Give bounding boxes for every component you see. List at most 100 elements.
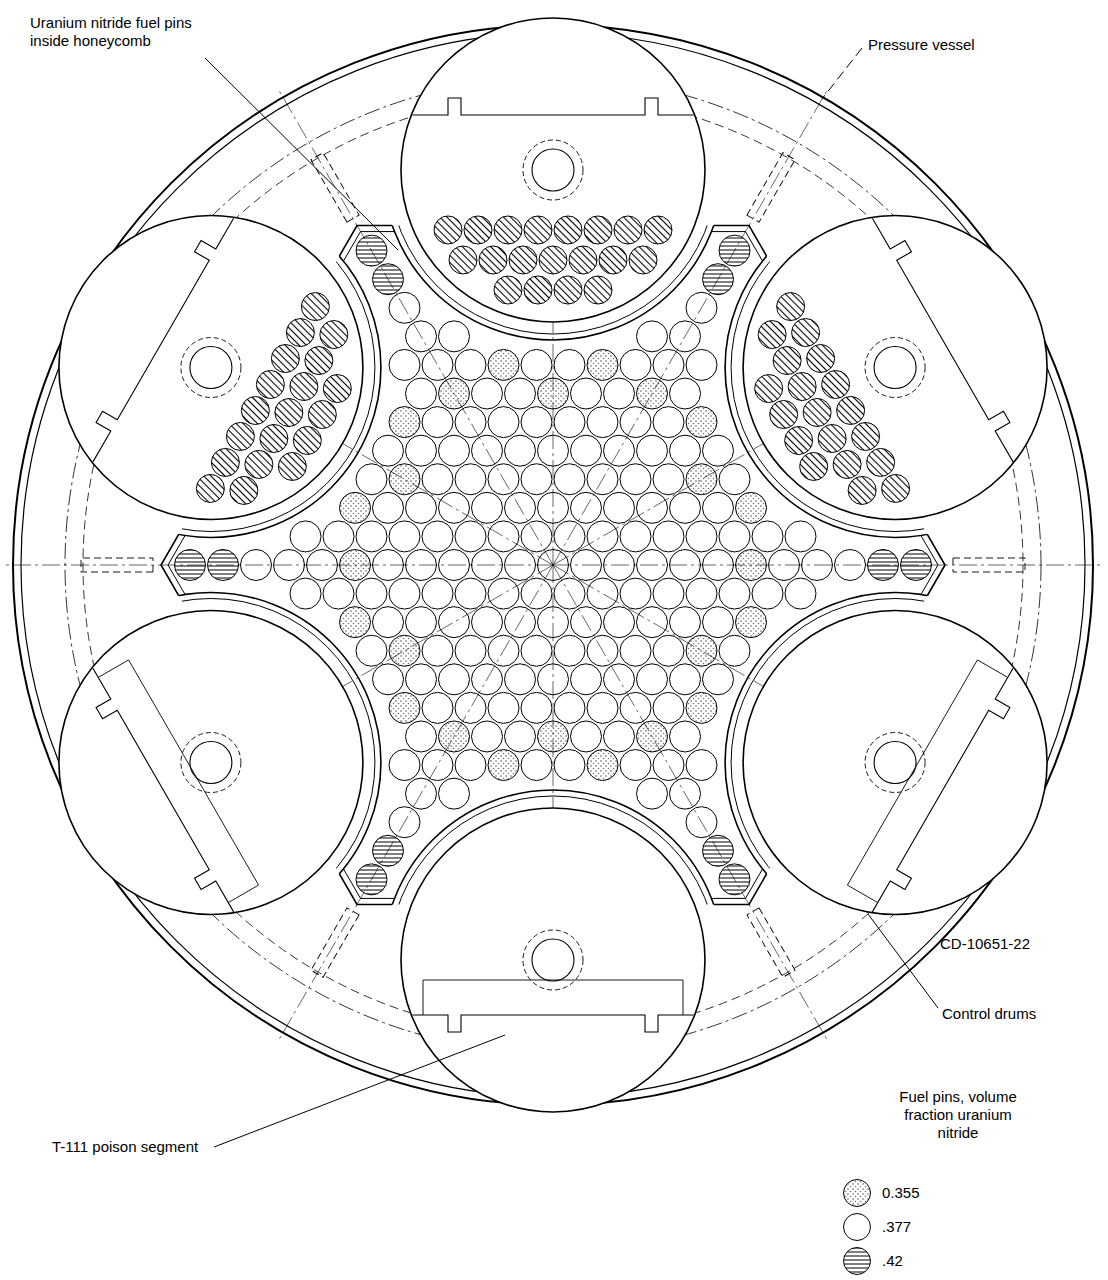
fuel-pin bbox=[719, 464, 750, 495]
leader-line bbox=[214, 1035, 505, 1147]
control-drum bbox=[743, 216, 1047, 520]
fuel-pin bbox=[488, 407, 519, 438]
drum-fuel-pin bbox=[773, 347, 801, 375]
fuel-pin bbox=[571, 721, 602, 752]
callout-label: Pressure vessel bbox=[868, 36, 975, 54]
drum-fuel-pin bbox=[308, 401, 336, 429]
fuel-pin bbox=[340, 607, 371, 638]
fuel-pin bbox=[455, 635, 486, 666]
fuel-pin bbox=[389, 521, 420, 552]
drum-fuel-pin bbox=[882, 474, 910, 502]
fuel-pin bbox=[488, 349, 519, 380]
fuel-pin bbox=[554, 692, 585, 723]
fuel-pin bbox=[554, 635, 585, 666]
control-drum bbox=[401, 808, 705, 1112]
drum-fuel-pin bbox=[848, 476, 876, 504]
fuel-pin bbox=[406, 378, 437, 409]
drum-fuel-pin bbox=[275, 399, 303, 427]
fuel-pin bbox=[389, 692, 420, 723]
drum-fuel-pin bbox=[822, 371, 850, 399]
fuel-pin bbox=[406, 721, 437, 752]
fuel-pin bbox=[686, 407, 717, 438]
fuel-pin bbox=[422, 578, 453, 609]
legend-text: 0.355 bbox=[882, 1178, 920, 1208]
fuel-pin bbox=[653, 349, 684, 380]
fuel-pin bbox=[554, 349, 585, 380]
fuel-pin bbox=[604, 492, 635, 523]
fuel-pin bbox=[686, 349, 717, 380]
control-drum bbox=[401, 18, 705, 322]
drum-fuel-pin bbox=[803, 399, 831, 427]
drum-fuel-pin bbox=[449, 246, 477, 274]
fuel-pin bbox=[356, 521, 387, 552]
fuel-pin bbox=[653, 407, 684, 438]
drum-fuel-pin bbox=[867, 448, 895, 476]
fuel-pin bbox=[422, 407, 453, 438]
drum-fuel-pin bbox=[494, 276, 522, 304]
drum-fuel-pin bbox=[509, 246, 537, 274]
drum-fuel-pin bbox=[599, 246, 627, 274]
fuel-pin bbox=[521, 635, 552, 666]
legend-text: .377 bbox=[882, 1212, 911, 1242]
fuel-pin bbox=[637, 664, 668, 695]
fuel-pin bbox=[521, 407, 552, 438]
fuel-pin bbox=[637, 492, 668, 523]
fuel-pin bbox=[587, 750, 618, 781]
fuel-pin bbox=[323, 578, 354, 609]
fuel-pin bbox=[620, 750, 651, 781]
fuel-pin bbox=[620, 349, 651, 380]
fuel-pin bbox=[620, 578, 651, 609]
fuel-pin bbox=[604, 721, 635, 752]
drum-fuel-pin bbox=[755, 375, 783, 403]
fuel-pin bbox=[703, 607, 734, 638]
drum-fuel-pin bbox=[320, 321, 348, 349]
fuel-pin bbox=[620, 692, 651, 723]
drum-fuel-pin bbox=[800, 452, 828, 480]
drum-fuel-pin bbox=[256, 371, 284, 399]
drum-fuel-pin bbox=[792, 319, 820, 347]
fuel-pin bbox=[488, 692, 519, 723]
drum-fuel-pin bbox=[323, 375, 351, 403]
fuel-pin bbox=[373, 664, 404, 695]
fuel-pin bbox=[455, 692, 486, 723]
fuel-pin bbox=[422, 521, 453, 552]
legend-swatch bbox=[842, 1212, 872, 1242]
fuel-pin bbox=[587, 407, 618, 438]
fuel-pin bbox=[554, 750, 585, 781]
fuel-pin bbox=[373, 492, 404, 523]
fuel-pin bbox=[505, 435, 536, 466]
fuel-pin bbox=[439, 778, 470, 809]
fuel-pin bbox=[389, 750, 420, 781]
fuel-pin bbox=[719, 521, 750, 552]
fuel-pin bbox=[587, 521, 618, 552]
fuel-pin bbox=[752, 578, 783, 609]
drum-fuel-pin bbox=[584, 216, 612, 244]
legend-swatch bbox=[842, 1178, 872, 1208]
fuel-pin bbox=[670, 492, 701, 523]
fuel-pin bbox=[703, 664, 734, 695]
fuel-pin bbox=[422, 750, 453, 781]
fuel-pin bbox=[587, 349, 618, 380]
drum-fuel-pin bbox=[837, 396, 865, 424]
legend-swatch bbox=[842, 1246, 872, 1276]
leader-lines bbox=[205, 48, 938, 1147]
fuel-pin bbox=[422, 692, 453, 723]
fuel-pin bbox=[505, 378, 536, 409]
fuel-pin bbox=[670, 435, 701, 466]
fuel-pin bbox=[571, 664, 602, 695]
fuel-pin bbox=[439, 435, 470, 466]
drum-fuel-pin bbox=[524, 276, 552, 304]
fuel-pin bbox=[686, 521, 717, 552]
fuel-pin bbox=[719, 578, 750, 609]
fuel-pin bbox=[604, 378, 635, 409]
drum-fuel-pin bbox=[286, 319, 314, 347]
fuel-pin bbox=[604, 607, 635, 638]
center-lines bbox=[5, 17, 1101, 1113]
fuel-pin bbox=[488, 521, 519, 552]
fuel-pin bbox=[406, 492, 437, 523]
fuel-pin bbox=[620, 635, 651, 666]
fuel-pin bbox=[653, 692, 684, 723]
legend-item: 0.355 bbox=[842, 1178, 982, 1208]
fuel-pin bbox=[587, 578, 618, 609]
fuel-pin bbox=[653, 521, 684, 552]
